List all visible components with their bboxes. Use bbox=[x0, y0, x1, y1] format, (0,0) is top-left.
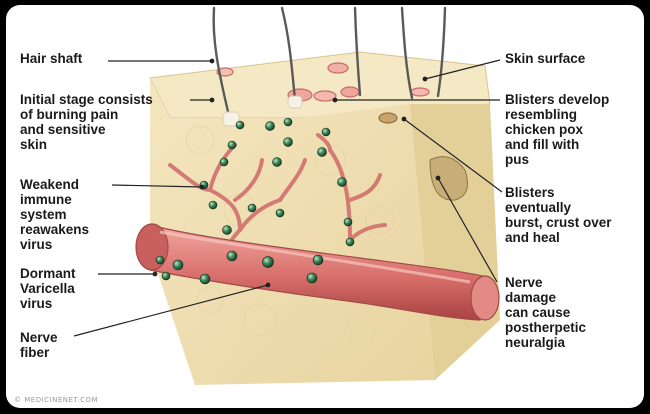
hair-follicles bbox=[222, 95, 303, 127]
virus-particles bbox=[155, 117, 355, 285]
label-nerve-damage: Nerve damage can cause postherpetic neur… bbox=[505, 275, 587, 350]
label-nerve-fiber: Nerve fiber bbox=[20, 330, 58, 360]
label-dormant-varicella: Dormant Varicella virus bbox=[20, 266, 76, 311]
label-skin-surface: Skin surface bbox=[505, 51, 586, 66]
label-blisters-develop: Blisters develop resembling chicken pox … bbox=[505, 92, 610, 167]
label-blisters-burst: Blisters eventually burst, crust over an… bbox=[505, 185, 612, 245]
hair-shafts bbox=[212, 6, 447, 122]
crust bbox=[429, 156, 468, 201]
label-weakend-immune-system: Weakend immune system reawakens virus bbox=[20, 177, 90, 252]
skin-block-front bbox=[150, 78, 435, 385]
label-hair-shaft: Hair shaft bbox=[20, 51, 83, 66]
leader-lines bbox=[73, 58, 503, 337]
credit-watermark: © MEDICINENET.COM bbox=[14, 396, 99, 404]
label-initial-stage: Initial stage consists of burning pain a… bbox=[20, 92, 153, 152]
